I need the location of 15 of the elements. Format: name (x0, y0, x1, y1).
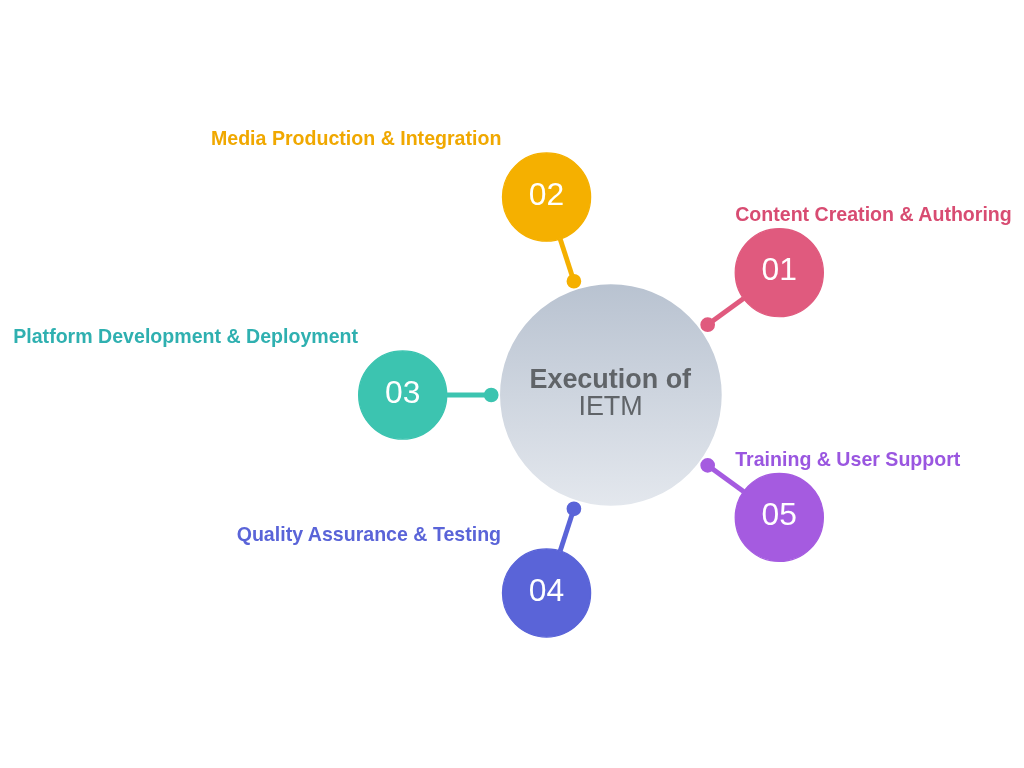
connector (700, 296, 745, 333)
node-circle: 04 (501, 548, 592, 638)
node-circle: 03 (358, 350, 448, 440)
node-label: Training & User Support (735, 447, 961, 470)
node-circle: 05 (734, 472, 824, 563)
connector (557, 501, 582, 552)
node-label: Quality Assurance & Testing (236, 523, 502, 546)
node-circle: 02 (501, 152, 592, 242)
node-label: Platform Development & Deployment (13, 325, 359, 348)
connector (700, 458, 745, 494)
node-label: Media Production & Integration (210, 127, 502, 150)
node-label: Content Creation & Authoring (735, 202, 1012, 225)
connector (557, 238, 582, 289)
connector (446, 387, 499, 403)
node-circle: 01 (734, 227, 824, 318)
